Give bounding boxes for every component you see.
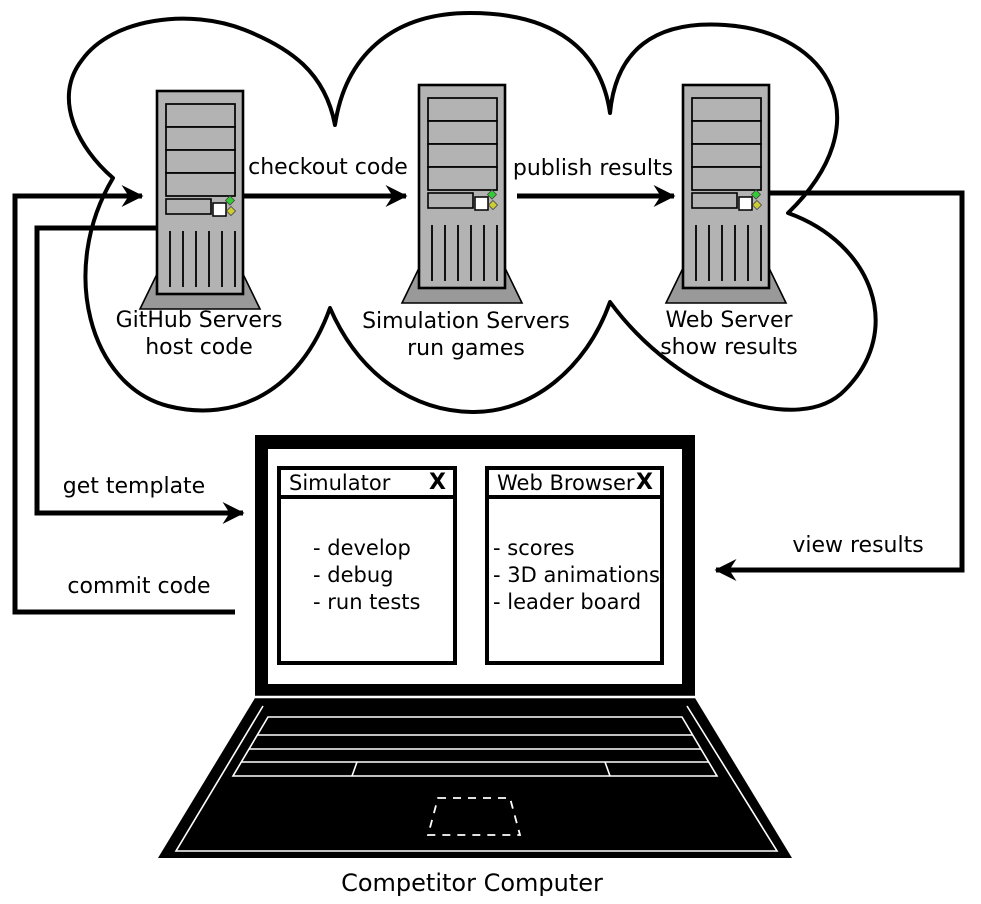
arrow-get-template [34, 225, 245, 524]
touchpad [426, 797, 522, 836]
label-commit-code: commit code [67, 574, 211, 599]
window-title: Simulator [289, 470, 391, 495]
label-get-template: get template [62, 474, 206, 499]
label-publish-results: publish results [512, 156, 674, 181]
simulator-item-list: - develop - debug - run tests [281, 499, 453, 616]
server-name: GitHub Servers [115, 308, 283, 333]
label-checkout-code: checkout code [248, 155, 408, 180]
server-role: host code [145, 335, 253, 360]
web-browser-item-list: - scores - 3D animations - leader board [489, 499, 660, 616]
list-item: - debug [313, 563, 394, 587]
web-browser-titlebar: Web Browser X [489, 470, 660, 499]
simulation-server [400, 83, 524, 305]
close-icon[interactable]: X [636, 470, 653, 495]
laptop-caption: Competitor Computer [341, 869, 603, 897]
server-name: Simulation Servers [362, 309, 570, 334]
web-browser-window: Web Browser X - scores - 3D animations -… [485, 466, 664, 665]
laptop-base [158, 698, 792, 858]
github-server [138, 89, 262, 311]
server-role: run games [407, 336, 525, 361]
laptop [158, 435, 792, 858]
close-icon[interactable]: X [429, 470, 446, 495]
github-server-label: GitHub Servers host code [79, 307, 319, 361]
list-item: - run tests [313, 590, 421, 614]
window-title: Web Browser [497, 470, 635, 495]
label-view-results: view results [792, 533, 924, 558]
list-item: - scores [493, 536, 575, 560]
arrow-commit-code [12, 185, 235, 615]
server-role: show results [660, 335, 798, 360]
web-server [664, 83, 788, 305]
web-server-label: Web Server show results [609, 307, 849, 361]
base-rim [174, 705, 779, 852]
simulation-server-label: Simulation Servers run games [346, 308, 586, 362]
server-name: Web Server [665, 308, 793, 333]
list-item: - develop [313, 536, 411, 560]
keyboard [231, 716, 719, 777]
arrow-view-results [714, 190, 965, 581]
simulator-titlebar: Simulator X [281, 470, 453, 499]
list-item: - leader board [493, 590, 642, 614]
simulator-window: Simulator X - develop - debug - run test… [277, 466, 457, 665]
list-item: - 3D animations [493, 563, 660, 587]
